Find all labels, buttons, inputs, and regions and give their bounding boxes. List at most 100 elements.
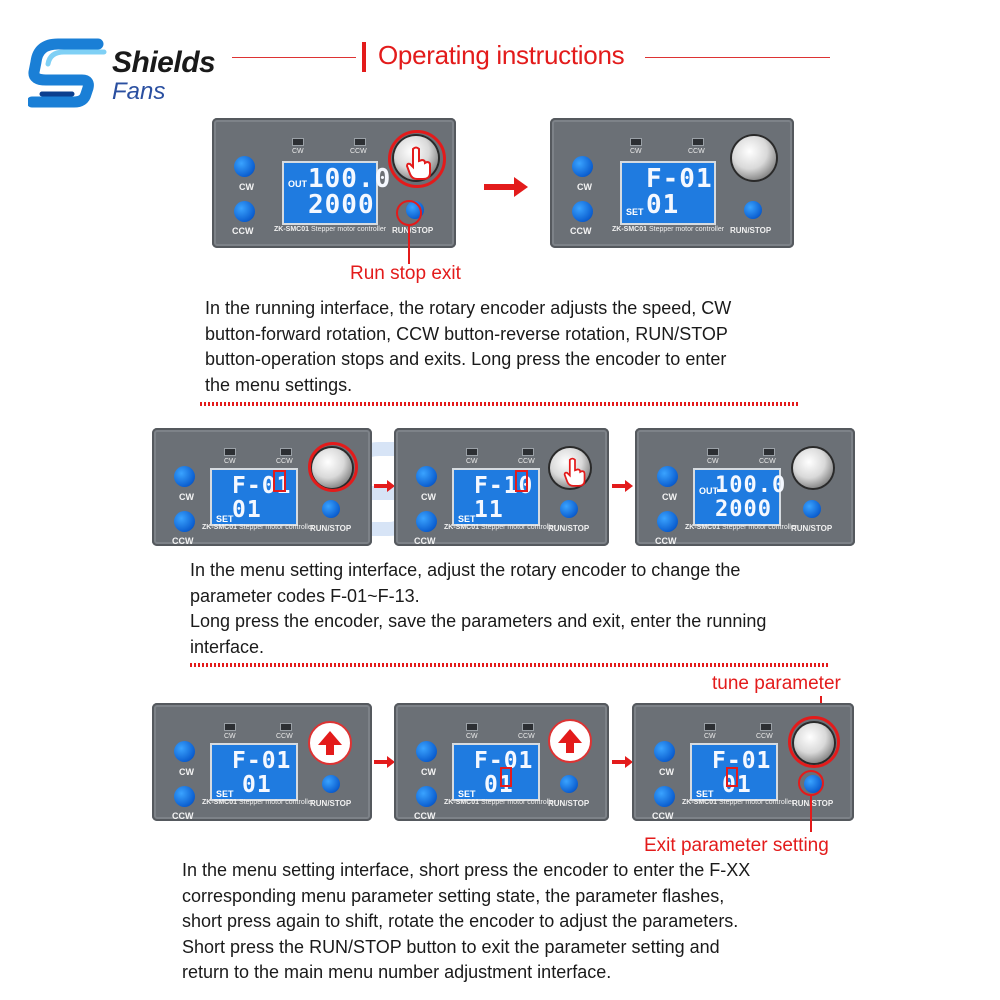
ccw-button[interactable] [657,511,678,532]
lcd-display: SET F-01 01 [210,468,298,526]
model-label: ZK-SMC01 Stepper motor controller [444,524,556,531]
ccw-label: CCW [414,811,436,821]
encoder-highlight-ring [388,130,446,188]
ccw-led-label: CCW [518,458,535,465]
ccw-led-label: CCW [276,733,293,740]
cw-button[interactable] [572,156,593,177]
run-stop-label: RUN/STOP [730,226,772,235]
run-stop-label: RUN/STOP [392,226,434,235]
ccw-led [763,448,775,456]
cw-label: CW [662,492,677,502]
cw-label: CW [179,767,194,777]
lcd-display: SET F-01 01 [690,743,778,801]
cw-button[interactable] [657,466,678,487]
run-stop-label: RUN/STOP [310,799,352,808]
run-stop-button[interactable] [322,500,340,518]
lcd-row-2: 11 [474,497,504,523]
ccw-led-label: CCW [276,458,293,465]
model-label: ZK-SMC01 Stepper motor controller [274,226,386,233]
run-stop-button[interactable] [560,775,578,793]
lcd-display: SET F-01 01 [620,161,716,225]
run-stop-button[interactable] [803,500,821,518]
ccw-led [280,723,292,731]
cw-led-label: CW [224,458,236,465]
controller-device: CW CCW CW CCW SET F-10 11 ZK-SMC01 Stepp… [394,428,609,546]
tune-parameter-callout: tune parameter [712,673,841,694]
cw-label: CW [659,767,674,777]
ccw-led-label: CCW [688,148,705,155]
ccw-led-label: CCW [759,458,776,465]
ccw-button[interactable] [654,786,675,807]
cw-led-label: CW [630,148,642,155]
lcd-row-1: F-01 [712,748,772,774]
ccw-button[interactable] [572,201,593,222]
run-stop-label: RUN/STOP [310,524,352,533]
model-name: ZK-SMC01 [612,226,648,233]
arrow-right-icon [374,480,395,492]
lcd-row-1: 100.0 [715,473,787,498]
brand-name: Shields [112,46,216,79]
ccw-button[interactable] [416,786,437,807]
digit-highlight-box [726,767,738,787]
run-stop-label: RUN/STOP [548,799,590,808]
controller-device: CW CCW CW CCW OUT 100.0 2000 ZK-SMC01 St… [212,118,456,248]
lcd-row-1: F-01 [646,164,713,194]
model-desc: Stepper motor controller [480,524,557,531]
header-line-right [645,57,830,58]
model-label: ZK-SMC01 Stepper motor controller [682,799,794,806]
lcd-set-tag: SET [216,789,234,799]
section3-description: In the menu setting interface, short pre… [182,860,751,982]
ccw-led [280,448,292,456]
lcd-display: OUT 100.0 2000 [282,161,390,225]
brand-s-icon [28,38,107,108]
section-divider [200,402,800,406]
model-name: ZK-SMC01 [682,799,718,806]
ccw-led [760,723,772,731]
cw-label: CW [577,182,592,192]
ccw-button[interactable] [416,511,437,532]
ccw-label: CCW [652,811,674,821]
cw-button[interactable] [234,156,255,177]
ccw-button[interactable] [174,786,195,807]
lcd-row-2: 2000 [715,497,772,522]
ccw-label: CCW [570,226,592,236]
page-title: Operating instructions [378,40,625,70]
ccw-led-label: CCW [518,733,535,740]
cw-button[interactable] [654,741,675,762]
lcd-row-1: 100.0 [308,164,392,194]
ccw-button[interactable] [234,201,255,222]
cw-led-label: CW [466,733,478,740]
model-label: ZK-SMC01 Stepper motor controller [612,226,724,233]
run-stop-label: RUN/STOP [791,524,833,533]
digit-highlight-box [500,767,512,787]
cw-led-label: CW [224,733,236,740]
rotary-encoder[interactable] [732,136,776,180]
section-divider [190,663,830,667]
encoder-highlight-ring [308,442,358,492]
model-name: ZK-SMC01 [274,226,310,233]
rotary-encoder[interactable] [793,448,833,488]
run-stop-button[interactable] [322,775,340,793]
lcd-set-tag: SET [626,207,644,217]
cw-button[interactable] [416,741,437,762]
cw-button[interactable] [174,741,195,762]
cw-button[interactable] [416,466,437,487]
ccw-button[interactable] [174,511,195,532]
lcd-row-2: 01 [646,190,680,220]
run-stop-exit-callout: Run stop exit [350,263,461,284]
cw-led-label: CW [707,458,719,465]
cw-led [630,138,642,146]
run-stop-button[interactable] [560,500,578,518]
run-stop-label: RUN/STOP [792,799,834,808]
model-label: ZK-SMC01 Stepper motor controller [202,524,314,531]
cw-led [224,448,236,456]
cw-button[interactable] [174,466,195,487]
lcd-display: SET F-10 11 [452,468,540,526]
lcd-display: SET F-01 01 [452,743,540,801]
ccw-label: CCW [414,536,436,546]
ccw-label: CCW [655,536,677,546]
header-line-left [232,57,356,58]
cw-led [704,723,716,731]
run-stop-button[interactable] [744,201,762,219]
callout-line [810,796,812,832]
